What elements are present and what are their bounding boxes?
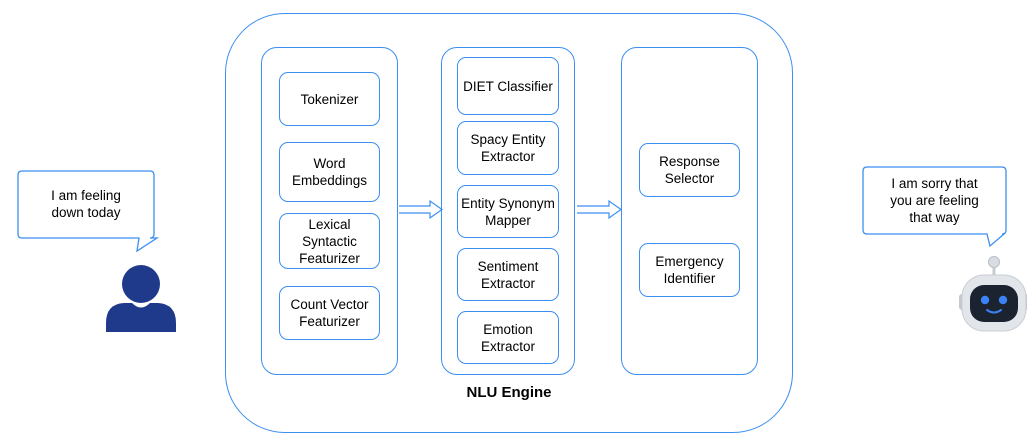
bot-robot-icon xyxy=(959,256,1027,332)
nlu-engine-label: NLU Engine xyxy=(466,384,552,401)
diagram-overlay xyxy=(17,166,1027,332)
entity-synonym-mapper-node: Entity Synonym Mapper xyxy=(457,185,559,238)
word-embeddings-node: Word Embeddings xyxy=(279,142,380,202)
extractor-panel xyxy=(441,47,575,375)
sentiment-extractor-node: Sentiment Extractor xyxy=(457,248,559,301)
emotion-extractor-node: Emotion Extractor xyxy=(457,311,559,364)
tokenizer-node: Tokenizer xyxy=(279,72,380,126)
flow-arrow-2 xyxy=(577,199,623,220)
user-speech-bubble xyxy=(17,170,160,253)
flow-arrow-1 xyxy=(399,199,444,220)
count-vector-featurizer-node: Count Vector Featurizer xyxy=(279,286,380,340)
spacy-entity-extractor-node: Spacy Entity Extractor xyxy=(457,121,559,175)
user-message-text: I am feeling down today xyxy=(51,188,121,220)
diet-classifier-node: DIET Classifier xyxy=(457,57,559,115)
bot-speech-bubble xyxy=(862,166,1007,248)
lexical-syntactic-featurizer-node: Lexical Syntactic Featurizer xyxy=(279,213,380,269)
user-person-icon xyxy=(106,265,176,332)
emergency-identifier-node: Emergency Identifier xyxy=(639,243,740,297)
response-selector-node: Response Selector xyxy=(639,143,740,197)
bot-message-text: I am sorry that you are feeling that way xyxy=(890,176,979,225)
selector-panel xyxy=(621,47,758,375)
featurizer-panel xyxy=(261,47,398,375)
